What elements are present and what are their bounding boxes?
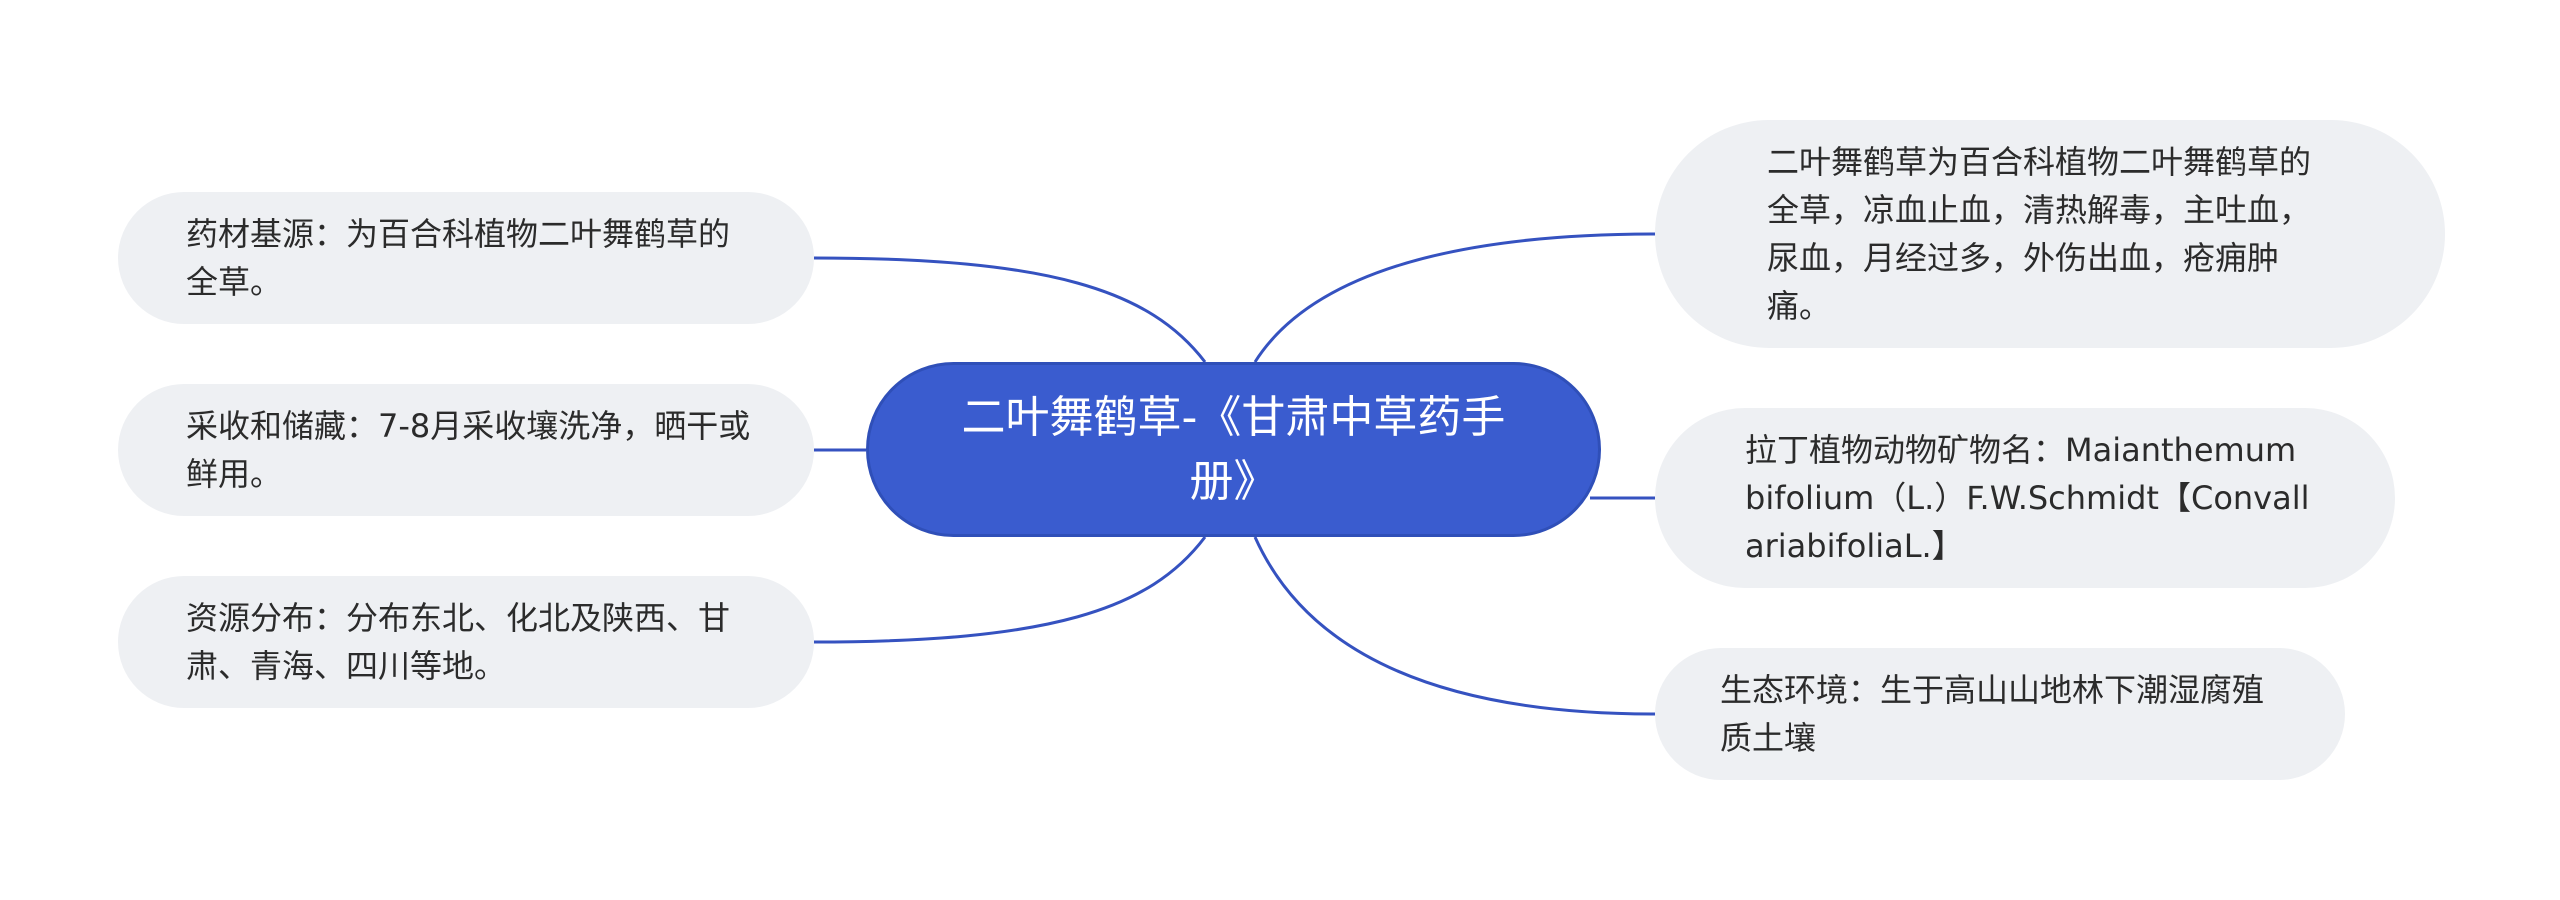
topic-habitat[interactable]: 生态环境：生于高山山地林下潮湿腐殖质土壤 xyxy=(1655,648,2345,780)
topic-material-source[interactable]: 药材基源：为百合科植物二叶舞鹤草的全草。 xyxy=(118,192,814,324)
root-topic-label: 二叶舞鹤草-《甘肃中草药手册》 xyxy=(961,391,1506,507)
topic-label: 采收和储藏：7-8月采收壤洗净，晒干或鲜用。 xyxy=(186,407,751,493)
topic-label: 药材基源：为百合科植物二叶舞鹤草的全草。 xyxy=(186,215,731,301)
topic-label: 二叶舞鹤草为百合科植物二叶舞鹤草的全草，凉血止血，清热解毒，主吐血，尿血，月经过… xyxy=(1767,143,2312,325)
root-topic[interactable]: 二叶舞鹤草-《甘肃中草药手册》 xyxy=(866,362,1601,537)
connector-left-1 xyxy=(813,256,1207,363)
connector-right-1 xyxy=(1253,232,1656,363)
topic-label: 资源分布：分布东北、化北及陕西、甘肃、青海、四川等地。 xyxy=(186,599,731,685)
topic-latin-name[interactable]: 拉丁植物动物矿物名：Maianthemumbifolium（L.）F.W.Sch… xyxy=(1655,408,2395,588)
topic-distribution[interactable]: 资源分布：分布东北、化北及陕西、甘肃、青海、四川等地。 xyxy=(118,576,814,708)
topic-label: 拉丁植物动物矿物名：Maianthemumbifolium（L.）F.W.Sch… xyxy=(1745,431,2310,565)
topic-description[interactable]: 二叶舞鹤草为百合科植物二叶舞鹤草的全草，凉血止血，清热解毒，主吐血，尿血，月经过… xyxy=(1655,120,2445,348)
connector-right-3 xyxy=(1253,536,1656,716)
topic-label: 生态环境：生于高山山地林下潮湿腐殖质土壤 xyxy=(1720,671,2265,757)
topic-harvest-storage[interactable]: 采收和储藏：7-8月采收壤洗净，晒干或鲜用。 xyxy=(118,384,814,516)
connector-left-3 xyxy=(813,536,1207,644)
